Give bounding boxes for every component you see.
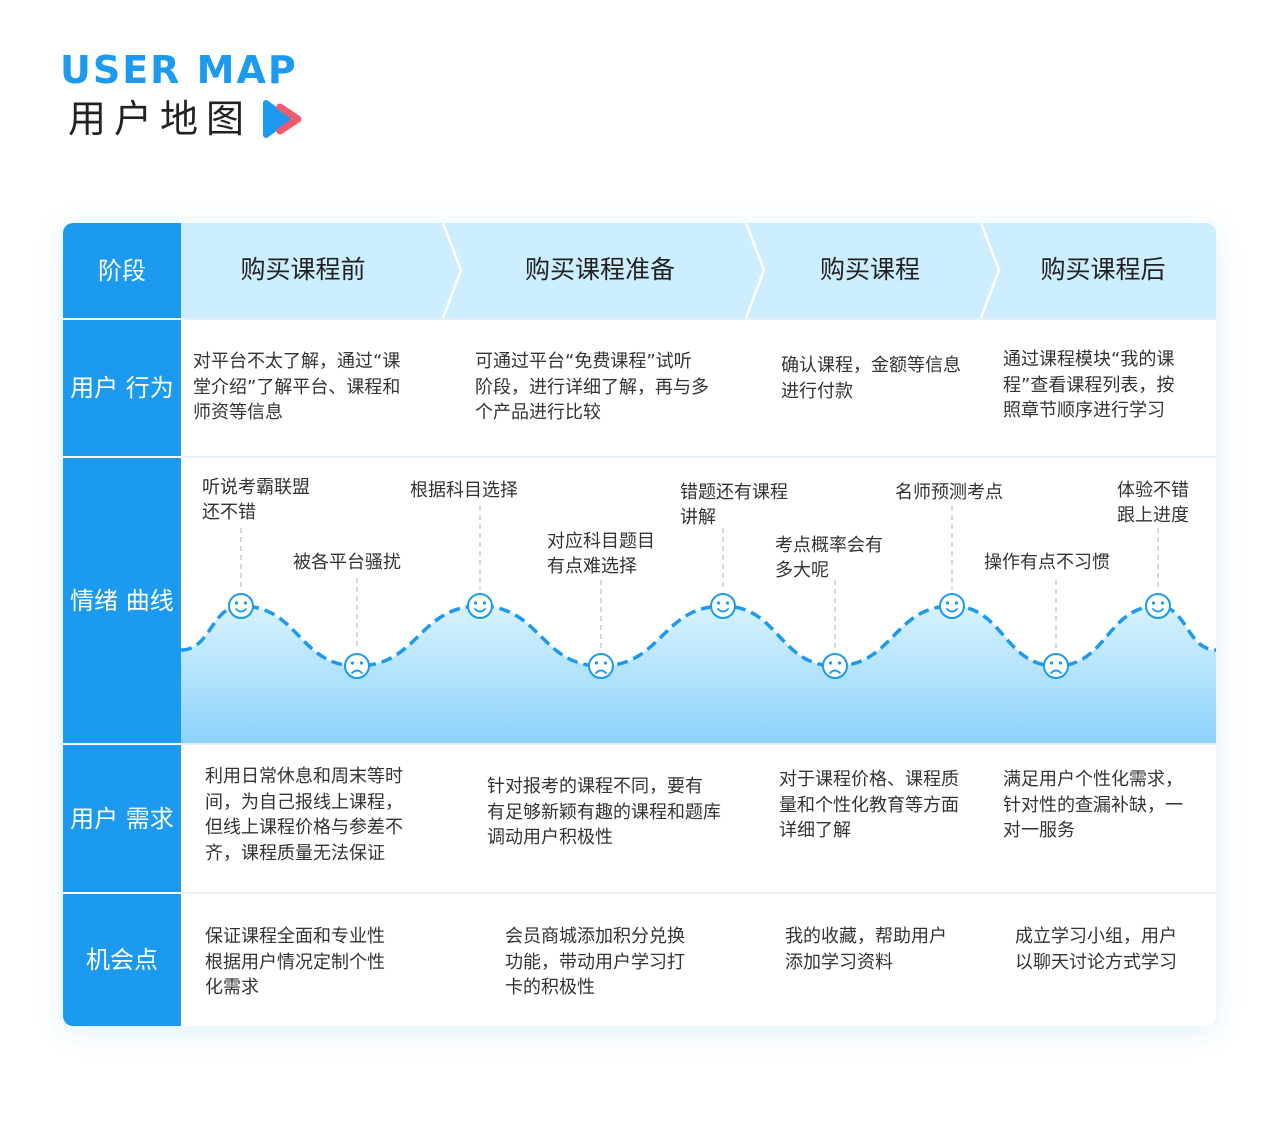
- page-header: USER MAP 用户地图: [60, 48, 306, 142]
- emotion-point-label: 操作有点不习惯: [984, 552, 1110, 573]
- row-label-stage: 阶段: [63, 223, 181, 318]
- sad-face-icon: [588, 653, 614, 679]
- needs-cell-4: 满足用户个性化需求， 针对性的查漏补缺，一 对一服务: [1003, 769, 1183, 841]
- needs-cell-3: 对于课程价格、课程质 量和个性化教育等方面 详细了解: [779, 769, 959, 841]
- emotion-point-label: 名师预测考点: [895, 482, 1003, 503]
- behavior-row: 用户 行为 对平台不太了解，通过“课 堂介绍”了解平台、课程和 师资等信息 可通…: [63, 320, 1216, 456]
- sad-face-icon: [822, 653, 848, 679]
- behavior-cell-4: 通过课程模块“我的课 程”查看课程列表，按 照章节顺序进行学习: [1003, 349, 1175, 421]
- opportunity-cell-4: 成立学习小组，用户 以聊天讨论方式学习: [1015, 926, 1177, 973]
- happy-face-icon: [939, 593, 965, 619]
- emotion-point-label: 被各平台骚扰: [293, 552, 401, 573]
- needs-cell-1: 利用日常休息和周末等时 间，为自己报线上课程， 但线上课程价格与参差不 齐，课程…: [205, 766, 403, 864]
- emotion-point-label: 考点概率会有 多大呢: [775, 535, 883, 581]
- stage-after-purchase: 购买课程后: [1040, 255, 1166, 284]
- happy-face-icon: [467, 593, 493, 619]
- sad-face-icon: [344, 653, 370, 679]
- row-label-needs: 用户 需求: [63, 745, 181, 892]
- stage-row: 阶段 购买课程前 购买课程准备 购买课程 购买课程后: [63, 223, 1216, 318]
- emotion-curve-chart: [181, 506, 1216, 743]
- row-divider: [63, 743, 1216, 745]
- stage-before-purchase: 购买课程前: [240, 255, 366, 284]
- row-divider: [63, 456, 1216, 458]
- needs-row: 用户 需求 利用日常休息和周末等时 间，为自己报线上课程， 但线上课程价格与参差…: [63, 745, 1216, 892]
- happy-face-icon: [228, 593, 254, 619]
- behavior-cell-2: 可通过平台“免费课程”试听 阶段，进行详细了解，再与多 个产品进行比较: [475, 351, 709, 423]
- needs-cell-2: 针对报考的课程不同，要有 有足够新颖有趣的课程和题库 调动用户积极性: [487, 776, 721, 848]
- row-label-opportunity: 机会点: [63, 894, 181, 1026]
- title-row: 用户地图: [60, 96, 306, 142]
- stage-band: [181, 223, 1216, 318]
- emotion-point-label: 体验不错 跟上进度: [1117, 480, 1189, 526]
- emotion-point-label: 听说考霸联盟 还不错: [202, 477, 310, 523]
- happy-face-icon: [710, 593, 736, 619]
- emotion-row: 情绪 曲线 听说考霸联盟 还不错被各平台骚扰 根据科目选择对应科目题目 有点难选择…: [63, 458, 1216, 743]
- opportunity-cell-1: 保证课程全面和专业性 根据用户情况定制个性 化需求: [205, 926, 385, 998]
- row-label-behavior: 用户 行为: [63, 320, 181, 456]
- emotion-point-label: 根据科目选择: [410, 480, 518, 501]
- opportunity-cell-2: 会员商城添加积分兑换 功能，带动用户学习打 卡的积极性: [505, 926, 685, 998]
- emotion-point-label: 对应科目题目 有点难选择: [547, 531, 655, 577]
- behavior-cell-3: 确认课程，金额等信息 进行付款: [781, 355, 961, 402]
- play-arrow-icon: [263, 100, 302, 138]
- opportunity-cell-3: 我的收藏，帮助用户 添加学习资料: [785, 926, 947, 973]
- happy-face-icon: [1145, 593, 1171, 619]
- emotion-curve-area: [181, 606, 1216, 743]
- opportunity-row: 机会点 保证课程全面和专业性 根据用户情况定制个性 化需求 会员商城添加积分兑换…: [63, 894, 1216, 1026]
- behavior-cell-1: 对平台不太了解，通过“课 堂介绍”了解平台、课程和 师资等信息: [193, 351, 401, 423]
- row-divider: [63, 318, 1216, 320]
- stage-purchase-prep: 购买课程准备: [524, 255, 675, 284]
- title-chinese: 用户地图: [68, 97, 253, 141]
- user-map-card: 阶段 购买课程前 购买课程准备 购买课程 购买课程后 用户 行为 对平台不太了解…: [63, 223, 1216, 1026]
- emotion-point-label: 错题还有课程 讲解: [680, 482, 788, 528]
- sad-face-icon: [1043, 653, 1069, 679]
- row-divider: [63, 892, 1216, 894]
- stage-purchase: 购买课程: [819, 255, 920, 284]
- row-label-emotion: 情绪 曲线: [63, 458, 181, 743]
- title-english: USER MAP: [60, 48, 298, 92]
- stage-chevrons: [441, 223, 1001, 318]
